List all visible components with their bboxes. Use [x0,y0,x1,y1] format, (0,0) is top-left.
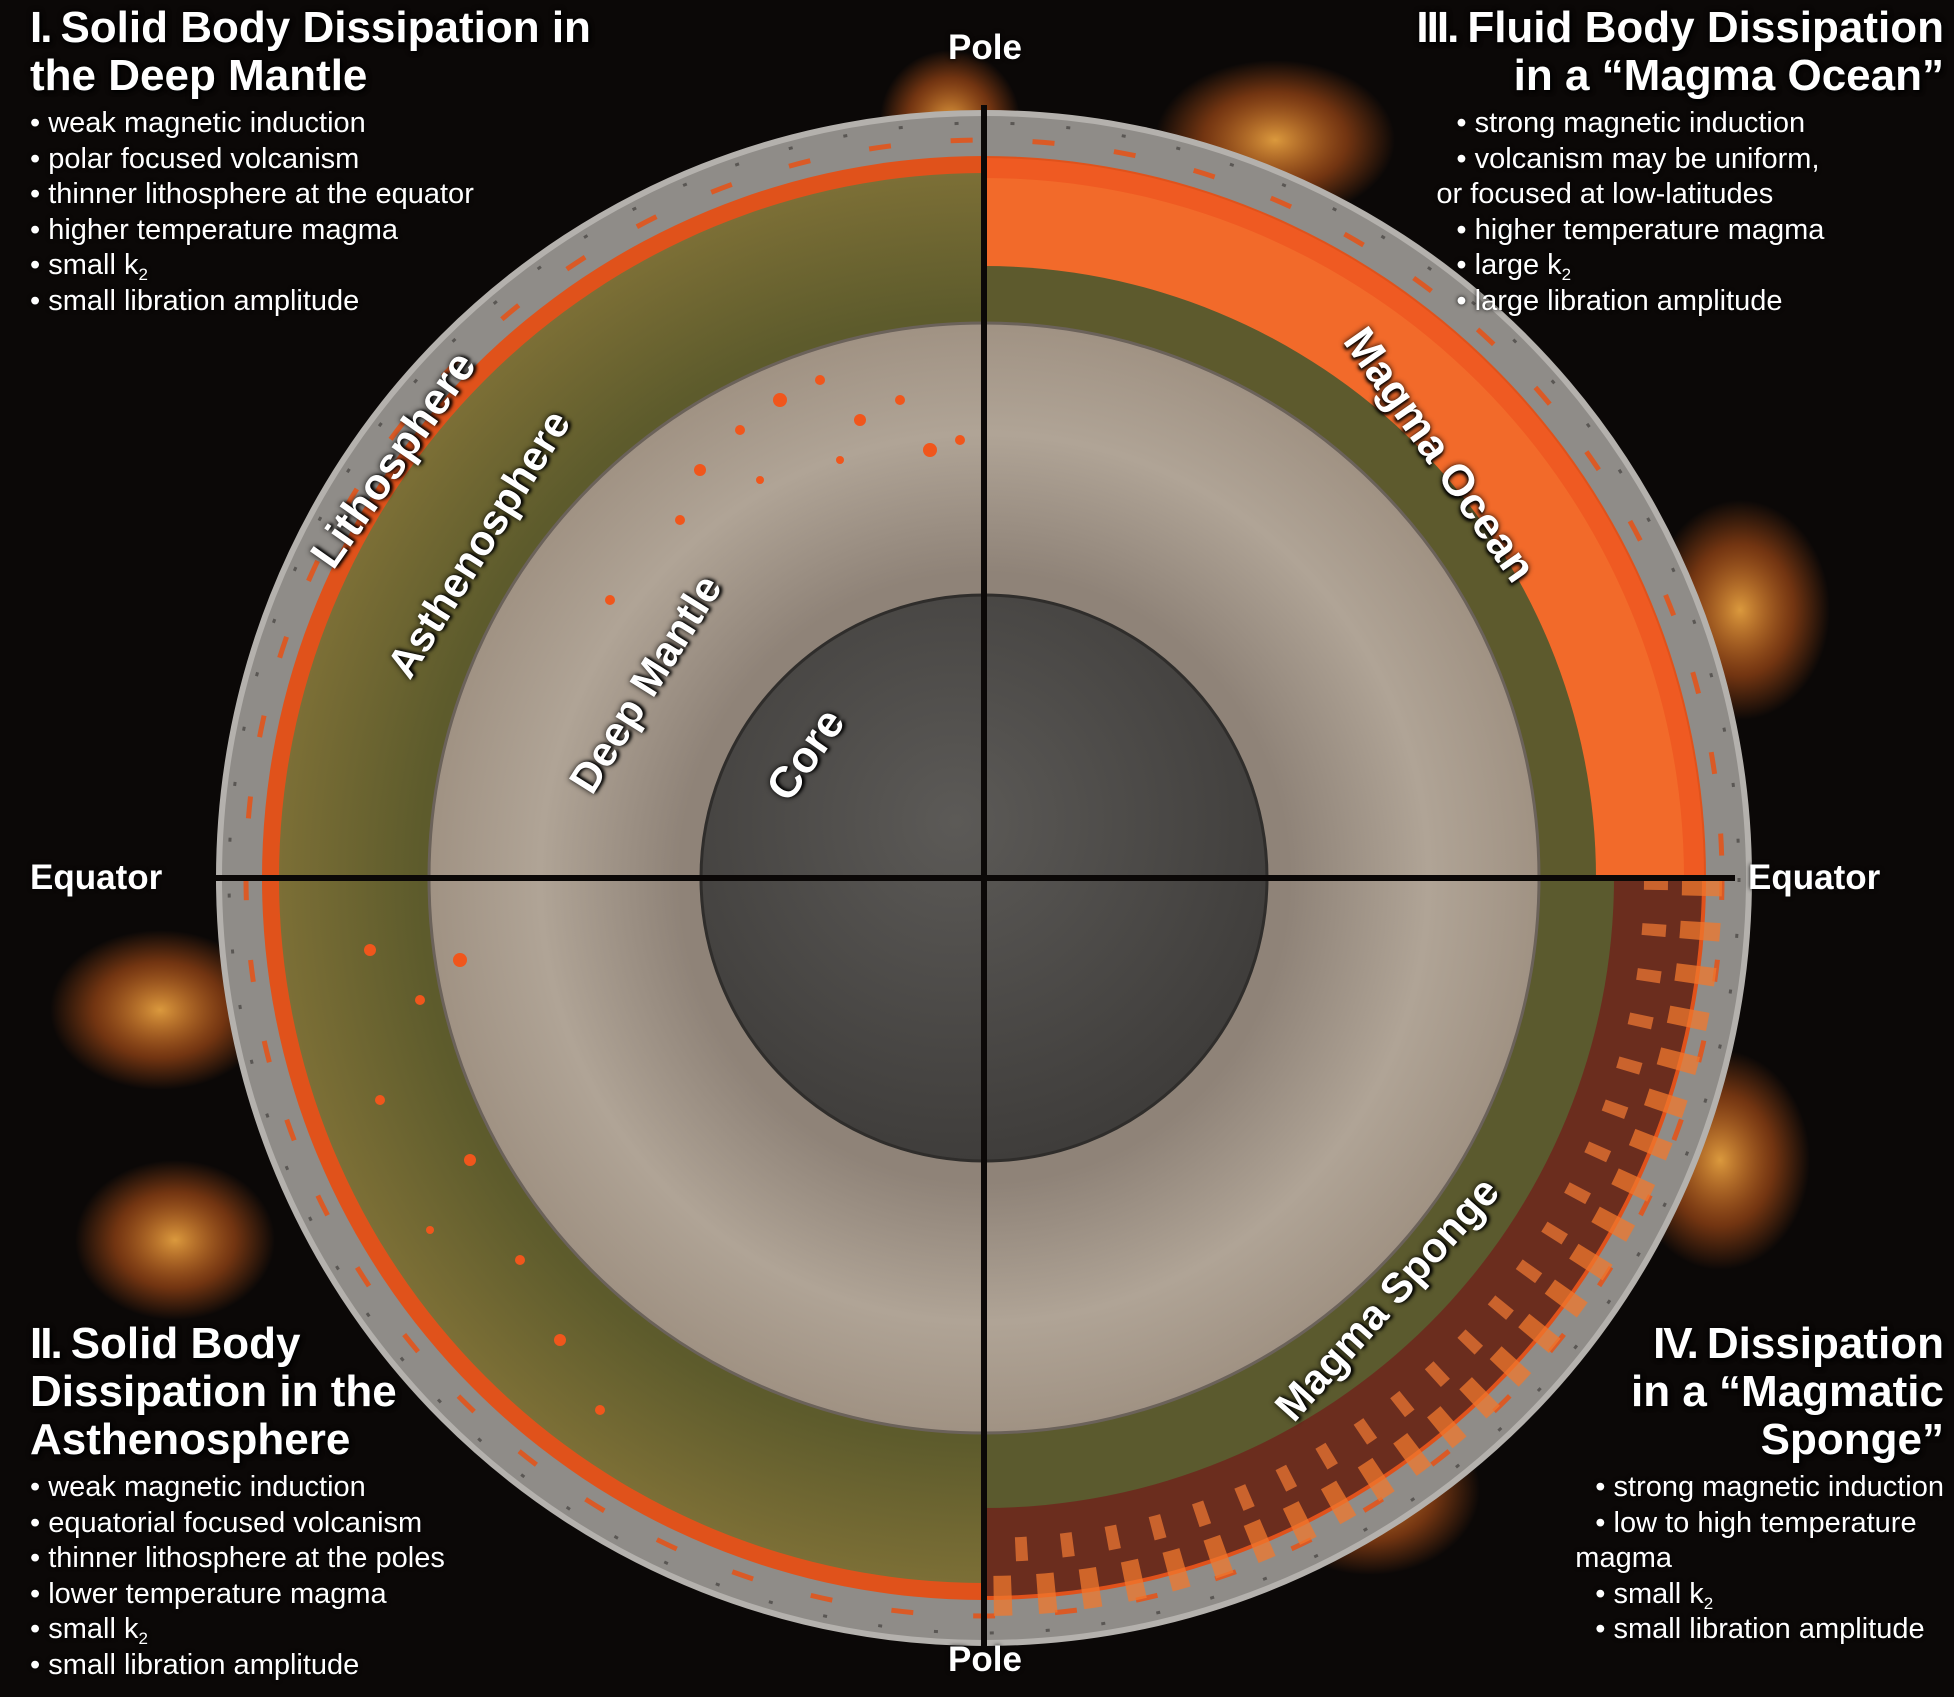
equator-left-label: Equator [30,858,163,897]
quadrant-3-title: III.Fluid Body Dissipation in a “Magma O… [1416,3,1944,100]
list-item: low to high temperature [1595,1506,1944,1542]
quadrant-2-panel: II.Solid Body Dissipation in the Astheno… [30,1320,445,1683]
list-item: large libration amplitude [1456,284,1944,320]
equator-right-label: Equator [1748,858,1881,897]
list-item: small k2 [30,248,591,284]
pole-top-label: Pole [948,28,1022,67]
list-item: small libration amplitude [30,1648,445,1684]
quadrant-2-title: II.Solid Body Dissipation in the Astheno… [30,1319,397,1464]
list-item: strong magnetic induction [1595,1470,1944,1506]
quadrant-4-title: IV.Dissipation in a “Magmatic Sponge” [1631,1319,1944,1464]
quadrant-1-title: I.Solid Body Dissipation in the Deep Man… [30,3,591,100]
list-item: higher temperature magma [1456,213,1944,249]
quadrant-3-numeral: III. [1416,3,1459,52]
list-item: small libration amplitude [30,284,591,320]
quadrant-2-numeral: II. [30,1319,63,1368]
pole-bottom-label: Pole [948,1640,1022,1679]
quadrant-4-numeral: IV. [1653,1319,1699,1368]
magma-droplets-q2 [364,944,605,1415]
list-item: thinner lithosphere at the equator [30,177,591,213]
list-item: strong magnetic induction [1456,106,1944,142]
list-item: large k2 [1456,248,1944,284]
list-item: small libration amplitude [1595,1612,1944,1648]
quadrant-2-bullets: weak magnetic induction equatorial focus… [30,1470,445,1683]
list-item: or focused at low-latitudes [1436,178,1774,210]
list-item: weak magnetic induction [30,106,591,142]
quadrant-1-panel: I.Solid Body Dissipation in the Deep Man… [30,4,591,319]
list-item: small k2 [1595,1577,1944,1613]
quadrant-1-bullets: weak magnetic induction polar focused vo… [30,106,591,319]
list-item: polar focused volcanism [30,142,591,178]
list-item: volcanism may be uniform, [1456,142,1944,178]
list-item: lower temperature magma [30,1577,445,1613]
quadrant-4-bullets: strong magnetic induction low to high te… [1575,1470,1944,1648]
quadrant-3-panel: III.Fluid Body Dissipation in a “Magma O… [1416,4,1944,319]
quadrant-4-panel: IV.Dissipation in a “Magmatic Sponge” st… [1575,1319,1944,1648]
quadrant-3-bullets: strong magnetic induction volcanism may … [1436,106,1944,320]
quadrant-1-numeral: I. [30,3,52,52]
list-item: higher temperature magma [30,213,591,249]
list-item: magma [1575,1542,1672,1574]
list-item: thinner lithosphere at the poles [30,1541,445,1577]
magma-droplets-q1 [605,375,965,605]
list-item: weak magnetic induction [30,1470,445,1506]
list-item: equatorial focused volcanism [30,1506,445,1542]
list-item: small k2 [30,1612,445,1648]
